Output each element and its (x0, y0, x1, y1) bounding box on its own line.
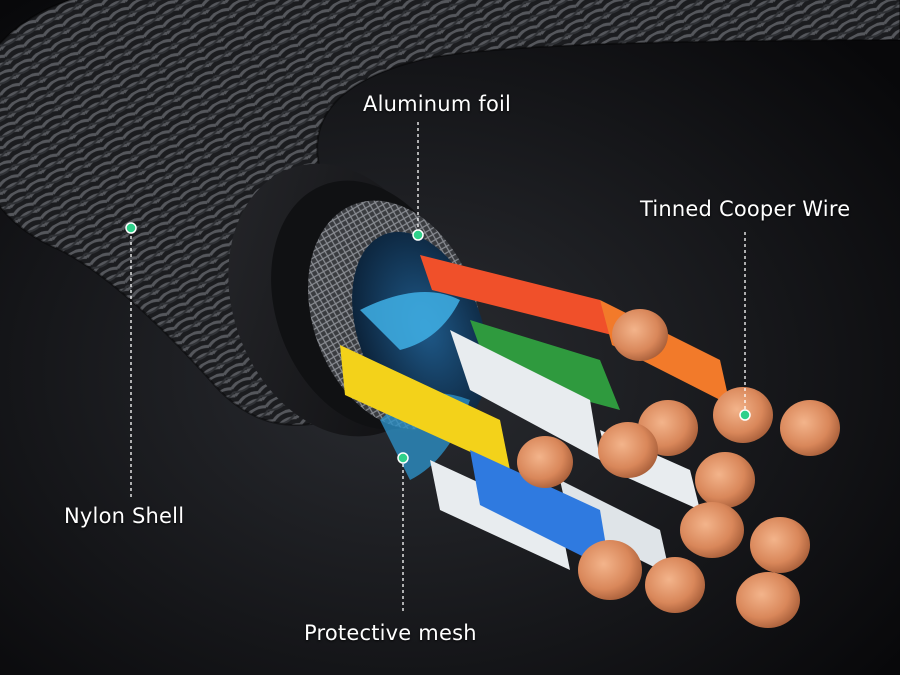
aluminum-foil-label: Aluminum foil (363, 92, 512, 116)
aluminum-foil-marker (412, 229, 424, 241)
nylon-cable-body (0, 0, 900, 426)
cross-separator (360, 292, 460, 350)
nylon-shell-marker (125, 222, 137, 234)
copper-conductors (517, 309, 840, 628)
leader-lines (130, 122, 746, 612)
markers (125, 222, 751, 464)
nylon-shell-label: Nylon Shell (64, 504, 185, 528)
tinned-copper-wire-label: Tinned Cooper Wire (640, 197, 851, 221)
tinned-wire-marker (739, 409, 751, 421)
protective-mesh-marker (397, 452, 409, 464)
protective-mesh-label: Protective mesh (304, 621, 477, 645)
